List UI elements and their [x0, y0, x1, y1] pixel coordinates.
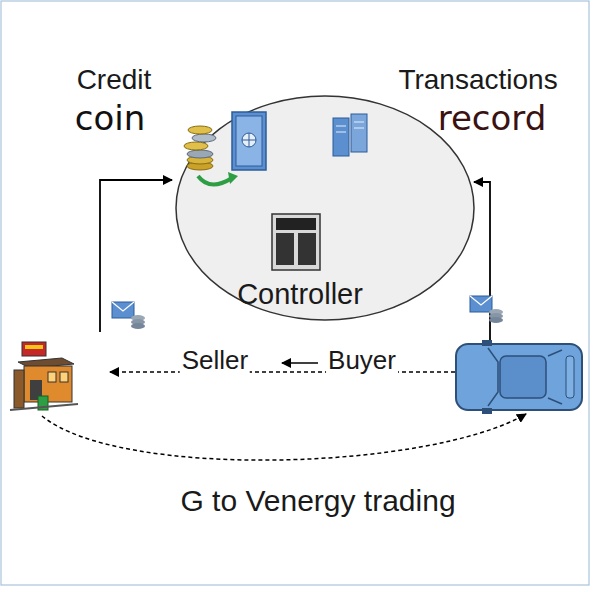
report-arrow — [474, 182, 490, 342]
report-arrow — [100, 180, 172, 332]
message-icon — [112, 302, 145, 329]
direction-arrow — [282, 362, 318, 364]
controller-ellipse: Controller — [175, 95, 475, 322]
energy-arrow — [42, 414, 526, 460]
caption-label: record — [438, 100, 547, 137]
node-title: Controller — [237, 278, 363, 311]
charging-station-icon — [10, 342, 78, 410]
caption-label: Transactions — [398, 65, 557, 96]
frame — [1, 1, 589, 585]
caption-label: Credit — [77, 65, 152, 96]
role-label: Buyer — [326, 346, 398, 375]
trading-label: G to Venergy trading — [180, 484, 455, 517]
role-label: Seller — [180, 346, 250, 375]
message-icon — [470, 296, 503, 323]
payment-arrow — [110, 371, 455, 373]
caption-label: coin — [75, 100, 146, 137]
electric-vehicle-icon — [456, 340, 582, 414]
